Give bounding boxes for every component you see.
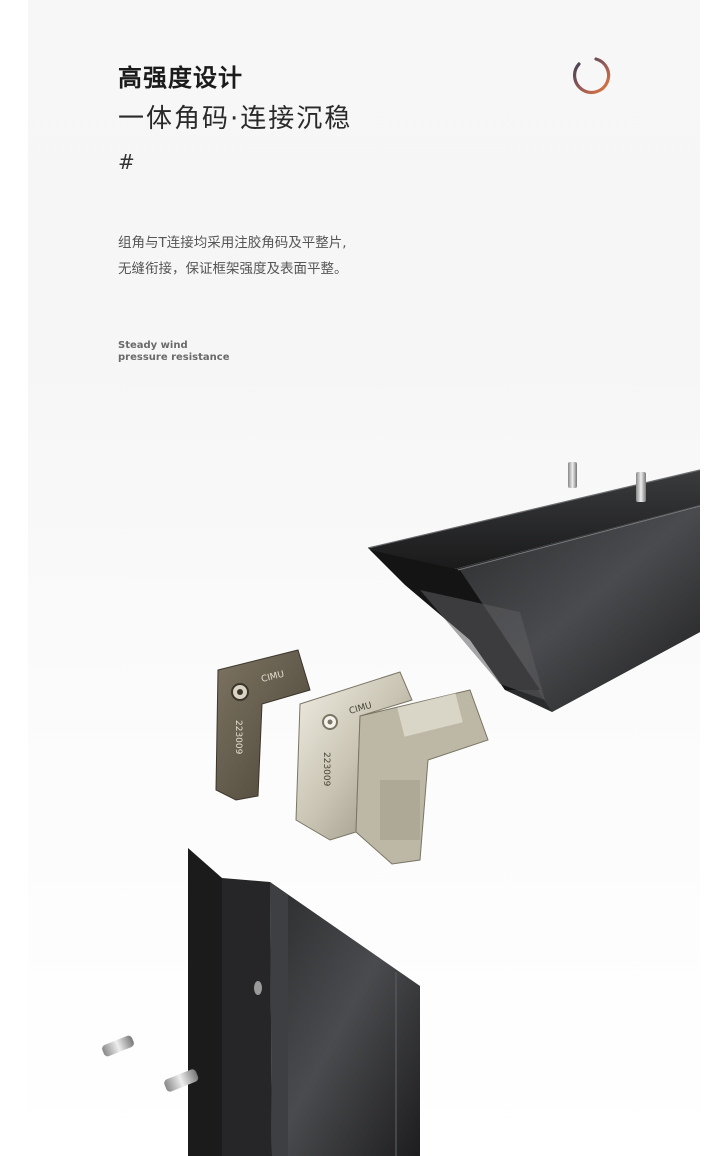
top-screw-2 <box>636 472 646 502</box>
tagline: Steady wind pressure resistance <box>118 340 230 364</box>
tagline-line-2: pressure resistance <box>118 352 230 363</box>
description-text: 组角与T连接均采用注胶角码及平整片, 无缝衔接，保证框架强度及表面平整。 <box>118 230 348 282</box>
section-subtitle: 一体角码·连接沉稳 <box>118 104 353 134</box>
bracket-stamp-number: 223009 <box>321 752 331 787</box>
loose-screw-1 <box>102 1035 134 1057</box>
top-screw-1 <box>568 462 577 488</box>
page-margin-right <box>700 0 710 1156</box>
description-line-2: 无缝衔接，保证框架强度及表面平整。 <box>118 261 348 277</box>
tagline-line-1: Steady wind <box>118 340 188 351</box>
top-frame-profile <box>367 469 701 712</box>
plate-stamp-number: 223009 <box>233 720 243 755</box>
vertical-frame-profile <box>188 848 420 1156</box>
section-title: 高强度设计 <box>118 64 243 92</box>
description-line-1: 组角与T连接均采用注胶角码及平整片, <box>118 235 347 251</box>
hash-mark: # <box>118 150 135 174</box>
page-margin-left <box>0 0 28 1156</box>
loading-ring-icon <box>573 57 611 94</box>
flat-connector-plate: CIMU 223009 <box>215 649 311 801</box>
corner-bracket: CIMU 223009 <box>295 671 489 865</box>
loose-screw-2 <box>164 1069 199 1092</box>
exploded-frame-illustration: CIMU 223009 CIMU 223009 <box>102 462 701 1156</box>
